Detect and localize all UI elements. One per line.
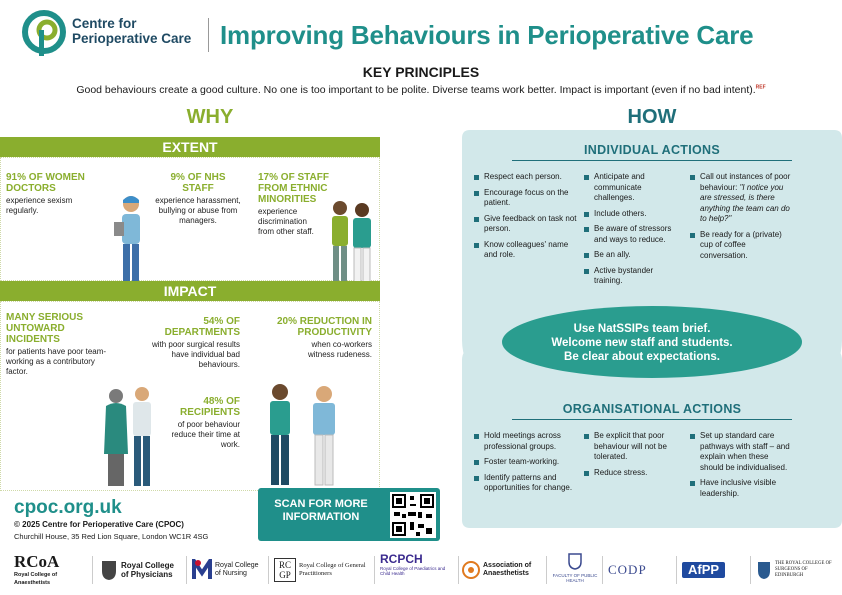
- individual-actions-col1: Respect each person. Encourage focus on …: [474, 172, 578, 266]
- individual-actions-col3: Call out instances of poor behaviour: "I…: [690, 172, 792, 266]
- key-principles-intro: Good behaviours create a good culture. N…: [76, 84, 766, 96]
- extent-panel: [0, 157, 380, 281]
- list-item: Be ready for a (private) cup of coffee c…: [690, 230, 792, 262]
- stat-body: experience harassment, bullying or abuse…: [155, 196, 241, 225]
- logo-divider: [602, 556, 603, 584]
- extent-stat-ethnic-minorities: 17% OF STAFF FROM ETHNIC MINORITIES expe…: [258, 172, 344, 237]
- stat-body: for patients have poor team-working as a…: [6, 347, 107, 376]
- rcn-logo: Royal College of Nursing: [192, 552, 264, 588]
- extent-stat-women-doctors: 91% OF WOMEN DOCTORS experience sexism r…: [6, 172, 128, 216]
- cpoc-logo-icon: [22, 10, 66, 56]
- logo-divider: [268, 556, 269, 584]
- header-divider: [208, 18, 209, 52]
- afpp-logo: AfPP: [682, 552, 746, 588]
- list-item: Be explicit that poor behaviour will not…: [584, 431, 682, 463]
- logo-divider: [546, 556, 547, 584]
- list-item: Have inclusive visible leadership.: [690, 478, 794, 499]
- organisational-actions-col2: Be explicit that poor behaviour will not…: [584, 431, 682, 483]
- logo-divider: [458, 556, 459, 584]
- website-link[interactable]: cpoc.org.uk: [14, 497, 122, 518]
- logo-divider: [676, 556, 677, 584]
- copyright: © 2025 Centre for Perioperative Care (CP…: [14, 520, 184, 529]
- quote: "I notice you are stressed, is there any…: [700, 182, 790, 224]
- list-item: Identify patterns and opportunities for …: [474, 473, 578, 494]
- impact-stat-departments: 54% OF DEPARTMENTS with poor surgical re…: [140, 316, 240, 370]
- org-name: Centre for Perioperative Care: [72, 16, 192, 46]
- why-title: WHY: [186, 106, 234, 128]
- logo-divider: [374, 556, 375, 584]
- sun-icon: [462, 561, 480, 579]
- individual-actions-col2: Anticipate and communicate challenges. I…: [584, 172, 682, 292]
- aoa-logo: Association of Anaesthetists: [462, 552, 542, 588]
- logo-divider: [186, 556, 187, 584]
- stat-body: with poor surgical results have individu…: [151, 340, 240, 369]
- stat-heading: 54% OF DEPARTMENTS: [164, 316, 240, 338]
- stat-heading: MANY SERIOUS UNTOWARD INCIDENTS: [6, 312, 84, 345]
- list-item: Respect each person.: [474, 172, 578, 183]
- organisational-actions-col1: Hold meetings across professional groups…: [474, 431, 578, 499]
- stat-body: experience sexism regularly.: [6, 196, 73, 215]
- scan-label: SCAN FOR MORE INFORMATION: [274, 498, 368, 523]
- ref-marker: REF: [755, 84, 766, 91]
- impact-stat-productivity: 20% REDUCTION IN PRODUCTIVITY when co-wo…: [262, 316, 372, 360]
- page-title: Improving Behaviours in Perioperative Ca…: [220, 20, 754, 50]
- staff-illustration: [332, 201, 371, 285]
- list-item: Set up standard care pathways with staff…: [690, 431, 794, 473]
- stat-heading: 17% OF STAFF FROM ETHNIC MINORITIES: [258, 172, 329, 205]
- team-brief-callout: Use NatSSIPs team brief. Welcome new sta…: [551, 323, 733, 363]
- stat-heading: 20% REDUCTION IN PRODUCTIVITY: [276, 316, 372, 338]
- crest-icon: [102, 561, 116, 580]
- stat-body: when co-workers witness rudeness.: [307, 340, 372, 359]
- organisational-actions-col3: Set up standard care pathways with staff…: [690, 431, 794, 504]
- qr-code-icon[interactable]: [390, 492, 436, 538]
- colleagues-illustration: [104, 387, 151, 486]
- list-item: Foster team-working.: [474, 457, 578, 468]
- rcp-logo: Royal College of Physicians: [100, 552, 182, 588]
- list-item: Include others.: [584, 209, 682, 220]
- list-item: Be an ally.: [584, 250, 682, 261]
- crest-icon: [758, 562, 770, 579]
- list-item: Hold meetings across professional groups…: [474, 431, 578, 452]
- stat-heading: 48% OF RECIPIENTS: [179, 396, 240, 418]
- list-item: Encourage focus on the patient.: [474, 188, 578, 209]
- stat-heading: 91% OF WOMEN DOCTORS: [6, 172, 85, 194]
- stat-heading: 9% OF NHS STAFF: [170, 172, 226, 194]
- list-item: Anticipate and communicate challenges.: [584, 172, 682, 204]
- nurse-illustration: [114, 196, 140, 282]
- workers-illustration: [270, 384, 335, 486]
- how-background: [462, 130, 842, 528]
- rcgp-logo: RC GP Royal College of General Practitio…: [274, 552, 370, 588]
- rcpch-logo: RCPCH Royal College of Paediatrics and C…: [380, 552, 446, 576]
- list-item: Call out instances of poor behaviour: "I…: [690, 172, 792, 225]
- heading-underline: [512, 419, 792, 420]
- codp-logo: CODP: [608, 562, 647, 577]
- impact-stat-untoward-incidents: MANY SERIOUS UNTOWARD INCIDENTS for pati…: [6, 312, 118, 377]
- how-title: HOW: [627, 106, 677, 128]
- list-item: Reduce stress.: [584, 468, 682, 479]
- shield-icon: [568, 553, 582, 570]
- rcoa-logo: RCoA Royal College of Anaesthetists: [14, 552, 60, 586]
- impact-bar: IMPACT: [0, 281, 380, 301]
- stat-body: of poor behaviour reduce their time at w…: [171, 420, 240, 449]
- key-principles-heading: KEY PRINCIPLES: [362, 64, 480, 80]
- logo-divider: [92, 556, 93, 584]
- extent-stat-nhs-staff: 9% OF NHS STAFF experience harassment, b…: [150, 172, 246, 226]
- list-item: Be aware of stressors and ways to reduce…: [584, 224, 682, 245]
- list-item: Active bystander training.: [584, 266, 682, 287]
- impact-stat-recipients: 48% OF RECIPIENTS of poor behaviour redu…: [158, 396, 240, 450]
- address: Churchill House, 35 Red Lion Square, Lon…: [14, 532, 209, 541]
- fph-logo: FACULTY OF PUBLIC HEALTH: [552, 552, 598, 588]
- individual-actions-heading: INDIVIDUAL ACTIONS: [584, 143, 720, 157]
- stat-body: experience discrimination from other sta…: [258, 207, 314, 236]
- list-item: Give feedback on task not person.: [474, 214, 578, 235]
- heading-underline: [512, 160, 792, 161]
- logo-divider: [750, 556, 751, 584]
- rcn-mark-icon: [192, 559, 212, 579]
- impact-panel: [0, 301, 380, 491]
- organisational-actions-heading: ORGANISATIONAL ACTIONS: [562, 402, 742, 416]
- rcse-logo: THE ROYAL COLLEGE OF SURGEONS OF EDINBUR…: [756, 552, 838, 588]
- list-item: Know colleagues' name and role.: [474, 240, 578, 261]
- extent-bar: EXTENT: [0, 137, 380, 157]
